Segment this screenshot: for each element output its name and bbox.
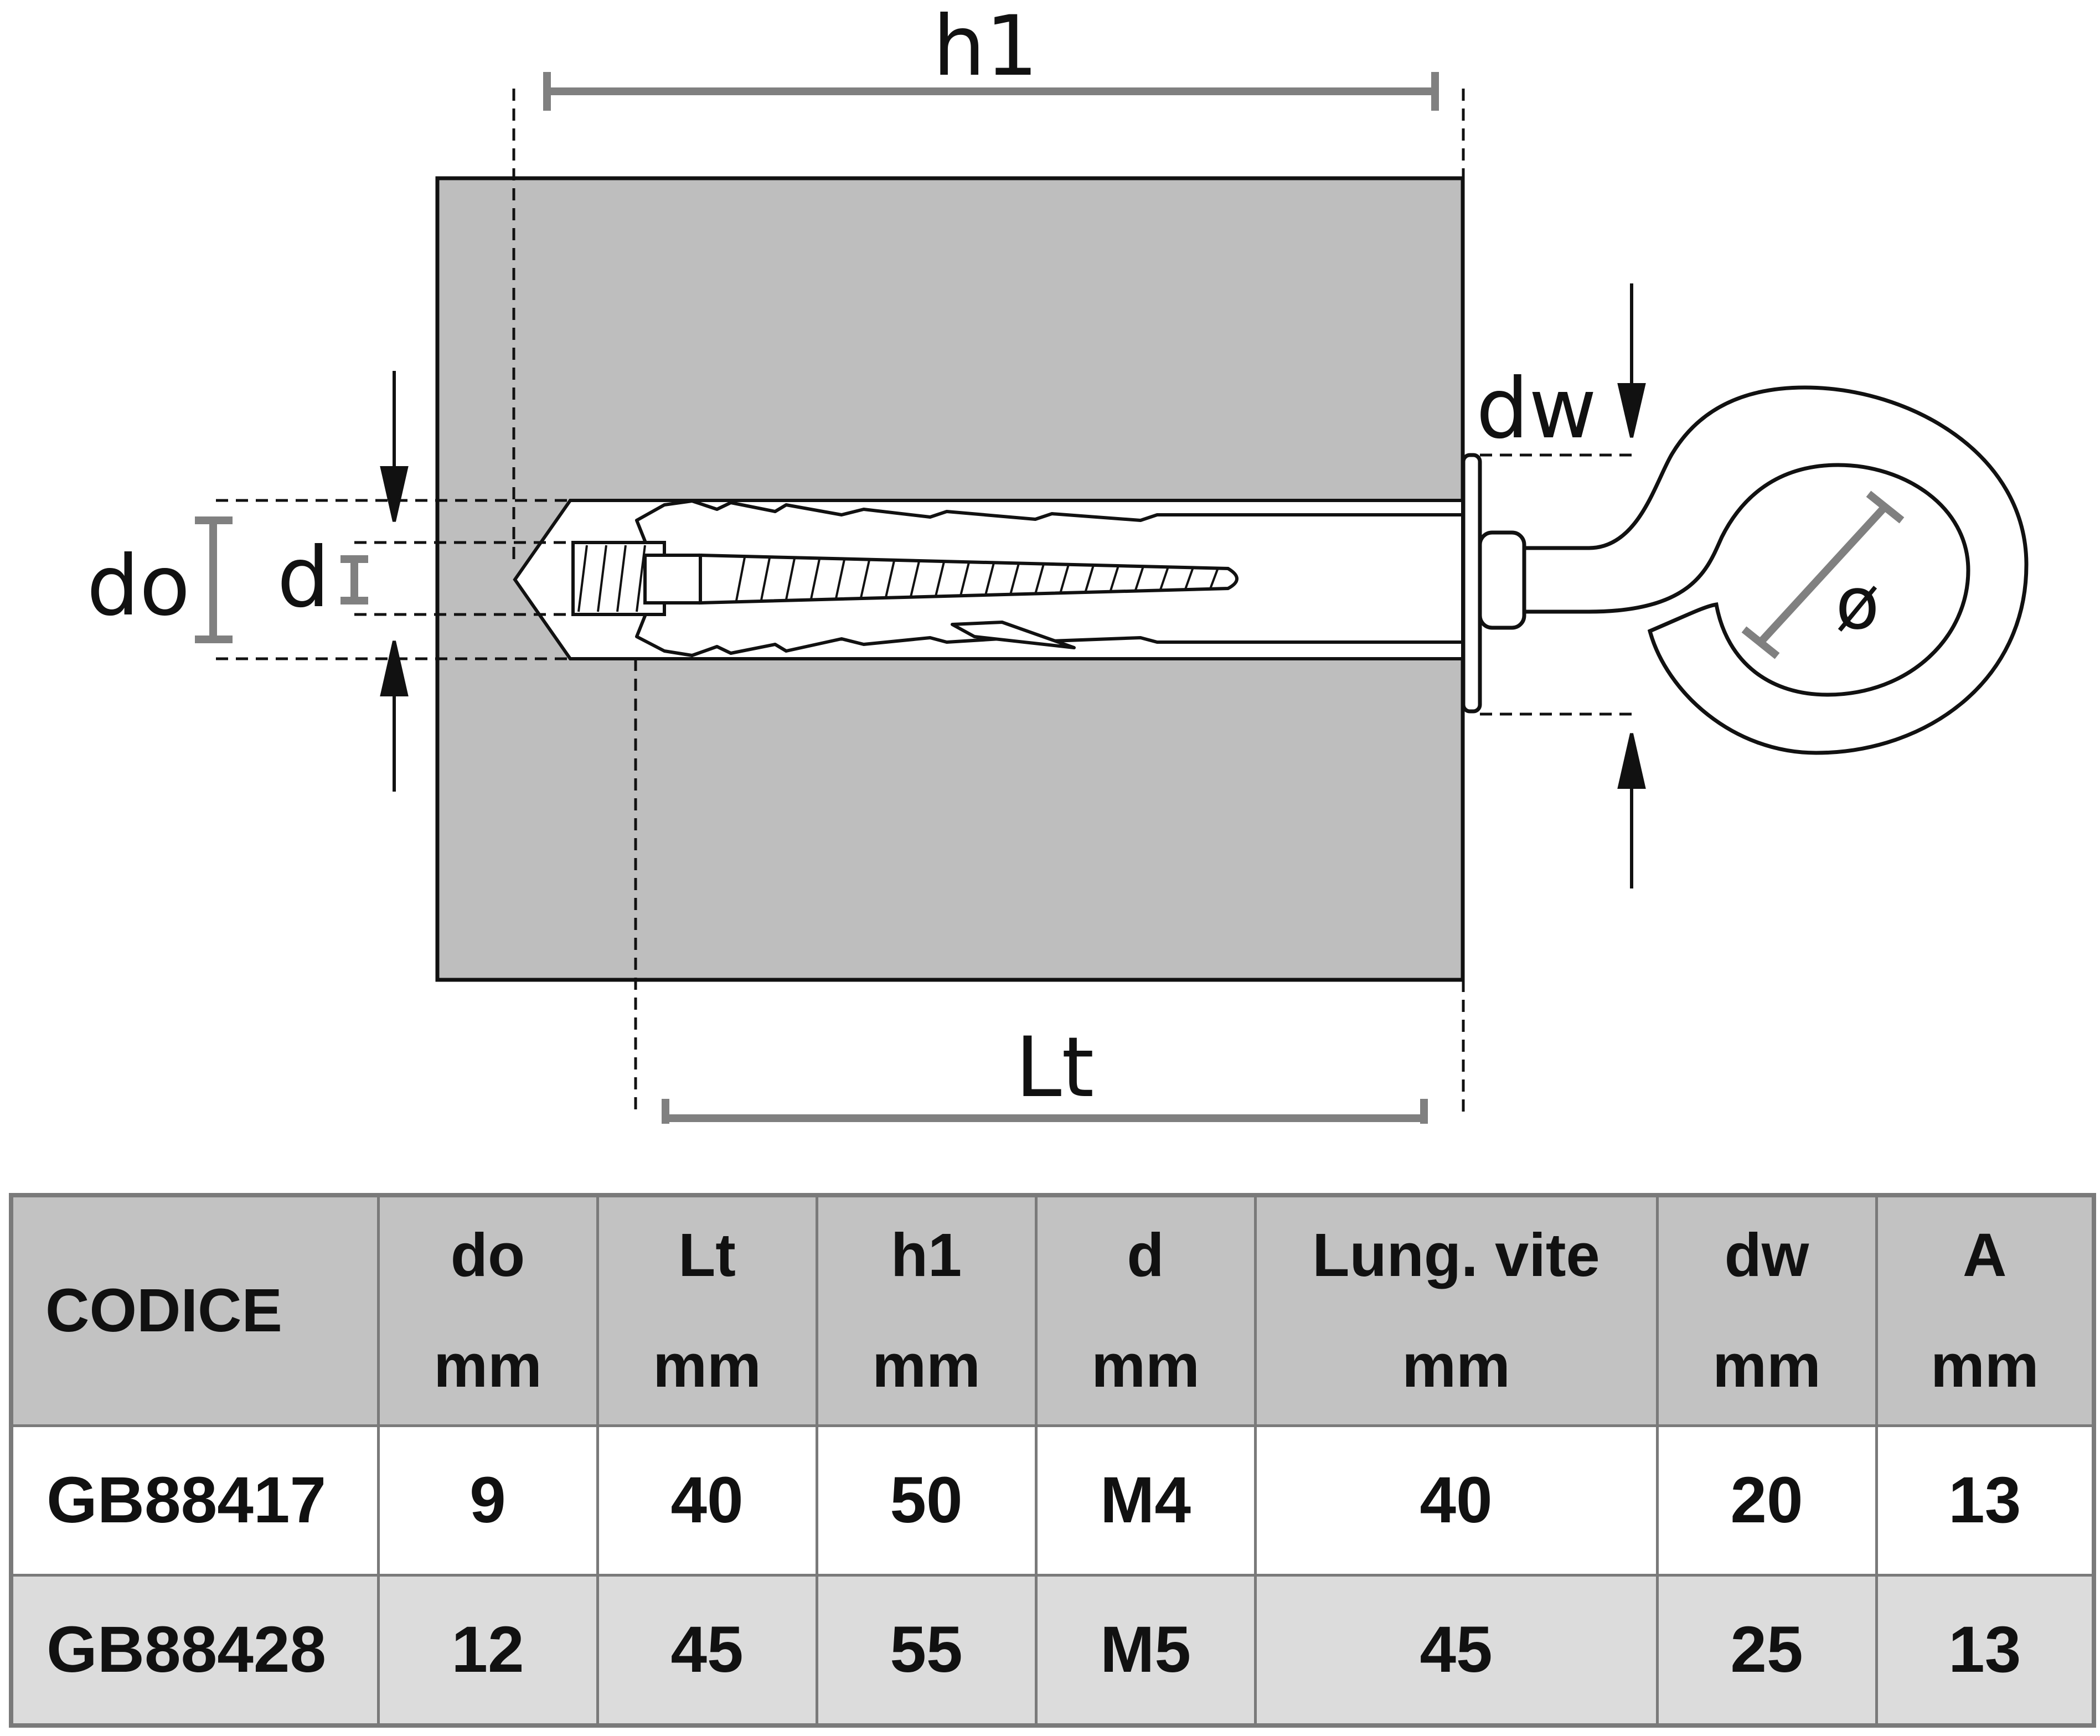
cell-h1: 55	[815, 1573, 1038, 1727]
header-unit: mm	[1402, 1332, 1510, 1400]
extension-lines	[216, 89, 1639, 1113]
dimension-arrows	[380, 283, 1646, 888]
specification-table: CODICE do mm Lt mm h1 mm d mm Lung. vite mm d…	[9, 1193, 2096, 1728]
cell-d: M4	[1034, 1424, 1257, 1577]
header-label: CODICE	[45, 1277, 282, 1345]
cell-lung-vite: 40	[1253, 1424, 1659, 1577]
header-label: A	[1963, 1221, 2007, 1289]
cell-do: 12	[376, 1573, 599, 1727]
cell-a: 13	[1875, 1424, 2096, 1577]
header-unit: mm	[1091, 1332, 1200, 1400]
header-label: Lung. vite	[1312, 1221, 1600, 1289]
header-do: do mm	[376, 1194, 599, 1427]
label-diameter: ø	[1835, 561, 1880, 645]
cell-do: 9	[376, 1424, 599, 1577]
header-label: d	[1127, 1221, 1164, 1289]
cell-dw: 20	[1655, 1424, 1878, 1577]
header-unit: mm	[872, 1332, 981, 1400]
cell-codice: GB88417	[9, 1424, 380, 1577]
label-d: d	[277, 530, 329, 626]
header-lt: Lt mm	[596, 1194, 818, 1427]
header-dw: dw mm	[1655, 1194, 1878, 1427]
cell-codice: GB88428	[9, 1573, 380, 1727]
label-h1: h1	[933, 0, 1039, 95]
screw	[571, 541, 1239, 616]
header-unit: mm	[1712, 1332, 1821, 1400]
header-unit: mm	[1930, 1332, 2039, 1400]
cell-lung-vite: 45	[1253, 1573, 1659, 1727]
dimension-bars	[195, 72, 1905, 1124]
header-label: Lt	[678, 1221, 736, 1289]
header-h1: h1 mm	[815, 1194, 1038, 1427]
header-codice: CODICE	[9, 1194, 380, 1427]
cell-lt: 40	[596, 1424, 818, 1577]
cell-h1: 50	[815, 1424, 1038, 1577]
header-label: h1	[890, 1221, 962, 1289]
screw-thread	[577, 545, 1219, 612]
cell-a: 13	[1875, 1573, 2096, 1727]
table-header-row: CODICE do mm Lt mm h1 mm d mm Lung. vite mm d…	[9, 1194, 2096, 1427]
table-row: GB88417 9 40 50 M4 40 20 13	[9, 1424, 2096, 1577]
cell-d: M5	[1034, 1573, 1257, 1727]
anchor-diagram: h1 Lt do d dw ø	[87, 0, 2029, 1124]
table-row: GB88428 12 45 55 M5 45 25 13	[9, 1573, 2096, 1727]
header-label: dw	[1724, 1221, 1809, 1289]
cell-dw: 25	[1655, 1573, 1878, 1727]
header-d: d mm	[1034, 1194, 1257, 1427]
header-unit: mm	[653, 1332, 761, 1400]
label-dw: dw	[1476, 361, 1597, 457]
cell-lt: 45	[596, 1573, 818, 1727]
label-lt: Lt	[1015, 1020, 1094, 1116]
header-label: do	[450, 1221, 525, 1289]
header-lung-vite: Lung. vite mm	[1253, 1194, 1659, 1427]
eye-hook	[1461, 385, 2029, 755]
header-unit: mm	[434, 1332, 542, 1400]
label-do: do	[87, 538, 190, 634]
